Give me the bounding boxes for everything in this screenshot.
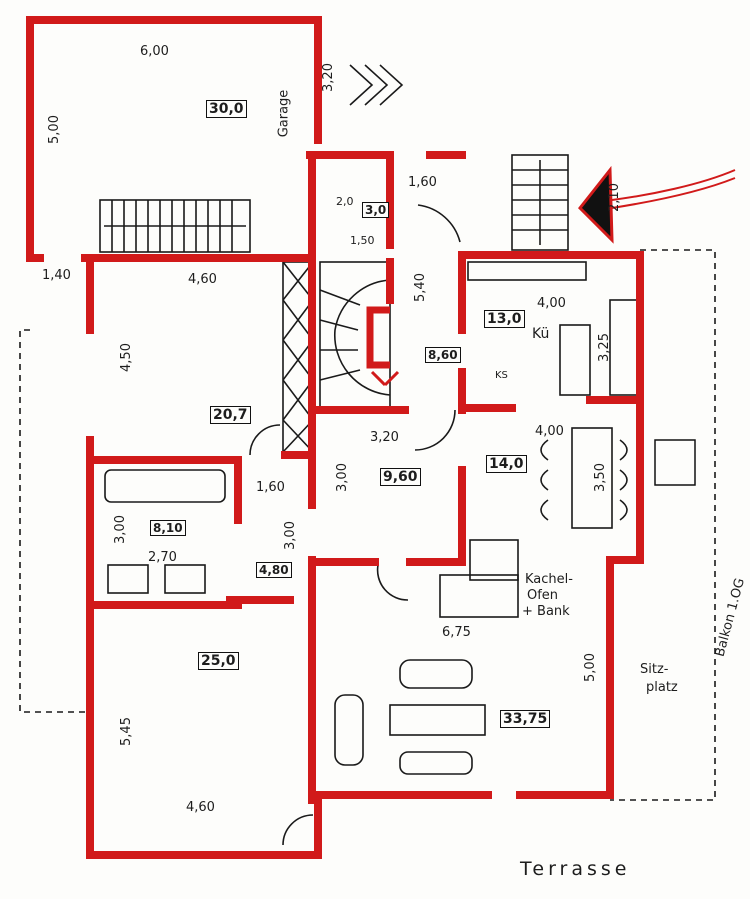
garage-door-dim: 3,20: [320, 63, 336, 92]
stove-label-3: + Bank: [522, 604, 570, 619]
wc-width: 2,0: [336, 195, 354, 208]
entrance-arrow: [577, 165, 736, 244]
garage-door-arrows: [349, 64, 404, 106]
room-sw-width: 4,60: [186, 800, 215, 815]
door-arc-living: [376, 564, 409, 601]
bath-area: 8,10: [150, 520, 186, 536]
bath-sink: [107, 564, 149, 594]
bath-toilet: [164, 564, 206, 594]
room-sw-depth: 5,45: [118, 717, 134, 746]
kitchen-island: [559, 324, 591, 396]
bath-width: 2,70: [148, 550, 177, 565]
living-area: 33,75: [500, 710, 551, 728]
hall-center-depth: 3,00: [334, 463, 350, 492]
kitchen-width: 4,00: [537, 296, 566, 311]
sofa-bottom: [399, 751, 473, 775]
bath-depth: 3,00: [112, 515, 128, 544]
stove-label-2: Ofen: [527, 588, 559, 603]
corridor-width: 1,60: [256, 480, 285, 495]
garage-wall-dim: 1,40: [42, 268, 71, 283]
garage-outline: [30, 19, 319, 140]
door-arc-sw: [282, 814, 314, 846]
wc-depth: 1,50: [350, 234, 375, 247]
sofa-left: [334, 694, 364, 766]
hall-north-width: 1,60: [408, 175, 437, 190]
dining-chairs-left: [540, 439, 549, 521]
stove-label-1: Kachel-: [525, 572, 573, 587]
dining-chairs-right: [619, 439, 628, 521]
balcony-outline: [19, 249, 716, 801]
living-width: 6,75: [442, 625, 471, 640]
terrasse-label: Terrasse: [520, 858, 631, 880]
kitchen-name: Kü: [532, 326, 550, 342]
room-nw-depth: 4,50: [118, 343, 134, 372]
sitz-label-2: platz: [646, 680, 678, 695]
entrance-dim: 2,10: [606, 183, 622, 212]
kitchen-area: 13,0: [484, 310, 525, 328]
hall-center-width: 3,20: [370, 430, 399, 445]
sofa-top: [399, 659, 473, 689]
sitz-label-1: Sitz-: [640, 662, 669, 677]
room-nw-area: 20,7: [210, 406, 251, 424]
garage-depth: 5,00: [46, 115, 62, 144]
door-arc-hall: [414, 409, 456, 451]
corridor-area: 4,80: [256, 562, 292, 578]
room-nw-width: 4,60: [188, 272, 217, 287]
coffee-table: [389, 704, 486, 736]
tiled-stove: [469, 539, 519, 581]
kitchen-depth: 3,25: [596, 333, 612, 362]
room-sw-area: 25,0: [198, 652, 239, 670]
garage-area: 30,0: [206, 100, 247, 118]
spiral-stair: [319, 261, 391, 411]
hall-north-length: 5,40: [412, 273, 428, 302]
kitchen-ks: KS: [495, 370, 508, 381]
garage-name: Garage: [276, 89, 292, 138]
door-arc-room-nw: [249, 424, 281, 456]
hall-north-area: 8,60: [425, 347, 461, 363]
corridor-depth: 3,00: [282, 521, 298, 550]
kitchen-counter-right: [609, 299, 639, 396]
dining-table-dim: 3,50: [592, 463, 608, 492]
hall-center-area: 9,60: [380, 468, 421, 486]
dining-table: [571, 427, 613, 529]
dining-area: 14,0: [486, 455, 527, 473]
stove-bench: [439, 574, 519, 618]
garage-width: 6,00: [140, 44, 169, 59]
walls: [26, 16, 644, 859]
wc-area: 3,0: [362, 202, 390, 218]
kitchen-counter-top: [467, 261, 587, 281]
stair-arrow: [366, 306, 390, 369]
living-depth: 5,00: [582, 653, 598, 682]
dining-width: 4,00: [535, 424, 564, 439]
garage-stairs: [99, 199, 251, 253]
balcony-stair: [654, 439, 696, 486]
bathtub: [104, 469, 226, 503]
door-arc-entry: [417, 204, 461, 243]
entrance-stairs: [511, 154, 569, 251]
